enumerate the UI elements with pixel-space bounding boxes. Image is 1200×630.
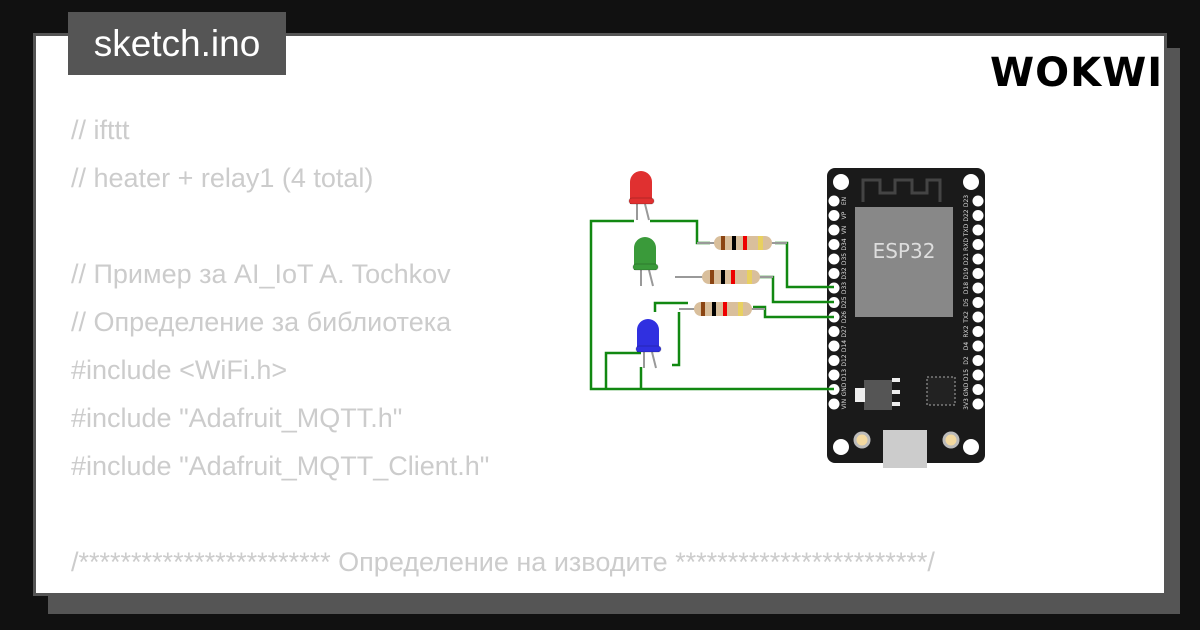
pin-d14 — [828, 340, 840, 352]
pin-label: VP — [841, 211, 848, 219]
pin-3v3 — [972, 398, 984, 410]
pin-label: D26 — [841, 311, 848, 323]
pin-label: D27 — [841, 325, 848, 337]
code-line: #include <WiFi.h> — [71, 355, 288, 385]
chip-label: ESP32 — [873, 239, 936, 263]
pin-txd — [972, 224, 984, 236]
pin-label: D14 — [841, 340, 848, 352]
pin-label: D4 — [963, 342, 970, 351]
pin-vin — [828, 398, 840, 410]
pin-label: VIN — [841, 399, 848, 409]
pin-vp — [828, 210, 840, 221]
code-line: // Определение за библиотека — [71, 307, 452, 337]
pin-vn — [828, 224, 840, 236]
pin-label: D2 — [963, 356, 970, 365]
file-tab: sketch.ino — [68, 12, 286, 75]
led — [628, 171, 655, 221]
pin-label: D15 — [963, 369, 970, 381]
pin-rx2 — [972, 326, 984, 337]
pin-d32 — [828, 268, 840, 279]
pin-label: GND — [841, 382, 848, 396]
pin-label: D5 — [963, 298, 970, 307]
pin-d13 — [828, 369, 840, 381]
pin-label: TX2 — [963, 311, 970, 324]
pin-d23 — [972, 195, 984, 207]
pin-d19 — [972, 268, 984, 279]
pin-label: D33 — [841, 282, 848, 294]
code-line: // heater + relay1 (4 total) — [71, 163, 374, 193]
pin-d22 — [972, 210, 984, 221]
pin-d21 — [972, 253, 984, 265]
pin-label: TXD — [963, 223, 970, 237]
pin-label: D25 — [841, 296, 848, 308]
pin-label: D32 — [841, 267, 848, 279]
pin-d2 — [972, 355, 984, 366]
pin-label: D35 — [841, 253, 848, 265]
pin-d35 — [828, 253, 840, 265]
pin-label: GND — [963, 382, 970, 396]
led — [635, 319, 662, 369]
pin-label: D21 — [963, 253, 970, 265]
pin-label: VN — [841, 226, 848, 235]
code-line: /************************ Определение на… — [71, 547, 935, 577]
wires — [589, 219, 834, 391]
esp32-chip — [855, 207, 953, 317]
pin-label: 3V3 — [963, 398, 970, 410]
pin-label: D12 — [841, 354, 848, 366]
pin-label: RX2 — [963, 325, 970, 337]
pin-tx2 — [972, 311, 984, 323]
pin-label: RXD — [963, 238, 970, 251]
pin-label: EN — [841, 197, 848, 205]
pin-d4 — [972, 340, 984, 352]
led — [632, 237, 659, 287]
pin-label: D18 — [963, 282, 970, 294]
code-text: // ifttt// heater + relay1 (4 total)​// … — [71, 106, 935, 586]
pin-label: D13 — [841, 369, 848, 381]
pin-d18 — [972, 282, 984, 294]
resistor — [697, 236, 787, 250]
code-line: // ifttt — [71, 115, 130, 145]
pin-en — [828, 195, 840, 207]
pin-gnd — [972, 384, 984, 395]
pin-label: D23 — [963, 195, 970, 207]
pin-d15 — [972, 369, 984, 381]
code-line: // Пример за AI_IoT A. Tochkov — [71, 259, 451, 289]
pin-d5 — [972, 297, 984, 308]
resistor — [679, 302, 765, 316]
esp32-board: ESP32 ENVPVND34D35D32D33D25D26D27D14D12D… — [827, 168, 985, 468]
pin-d12 — [828, 355, 840, 366]
code-line: #include "Adafruit_MQTT_Client.h" — [71, 451, 490, 481]
pin-d27 — [828, 326, 840, 337]
resistor — [675, 270, 773, 284]
pin-label: D19 — [963, 267, 970, 279]
wokwi-logo: WOKWI — [990, 50, 1164, 96]
pin-label: D22 — [963, 209, 970, 221]
code-line: #include "Adafruit_MQTT.h" — [71, 403, 403, 433]
pin-label: D34 — [841, 238, 848, 250]
pin-rxd — [972, 239, 984, 250]
pin-d34 — [828, 239, 840, 250]
